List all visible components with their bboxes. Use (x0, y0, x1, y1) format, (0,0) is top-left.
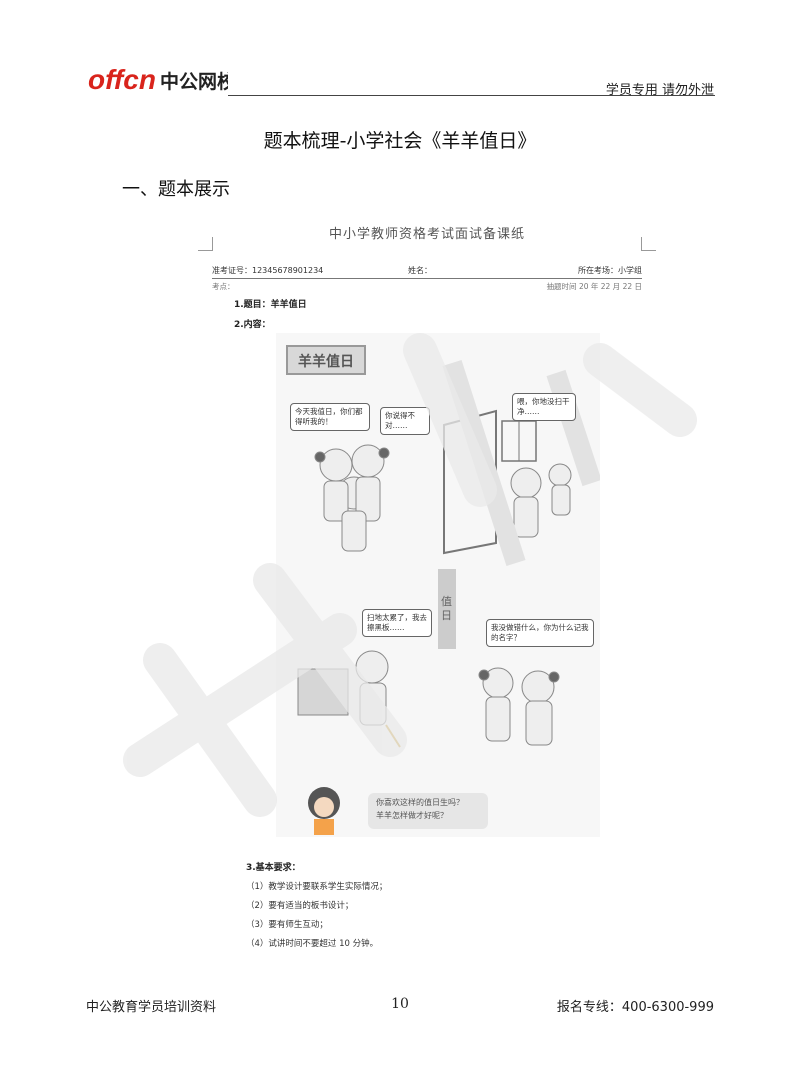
requirement-item: （4）试讲时间不要超过 10 分钟。 (246, 939, 379, 949)
meta-divider (212, 278, 642, 279)
exam-point: 考点： (212, 282, 235, 291)
footer-hotline: 报名专线：400-6300-999 (556, 1000, 714, 1015)
corner-mark (642, 250, 656, 265)
exam-prep-sheet: 中小学教师资格考试面试备课纸 准考证号：12345678901234 姓名： 所… (198, 215, 656, 955)
sheet-meta-2: 考点： 抽题时间 20 年 22 月 22 日 (212, 281, 642, 293)
question-bubble: 你喜欢这样的值日生吗？ 羊羊怎样做才好呢？ (368, 793, 488, 829)
speech-bubble: 扫地太累了，我去擦黑板…… (362, 609, 432, 638)
draw-time: 抽题时间 20 年 22 月 22 日 (546, 282, 642, 291)
question-line: 你喜欢这样的值日生吗？ (376, 798, 464, 807)
header-rule (228, 95, 715, 96)
svg-text:offcn: offcn (88, 64, 156, 95)
exam-location: 所在考场：小学组 (578, 266, 642, 275)
requirements-heading: 3.基本要求： (246, 863, 301, 873)
candidate-name: 姓名： (408, 266, 432, 275)
offcn-logo: offcn 中公网校 (88, 64, 228, 95)
question-topic: 1.题目：羊羊值日 (234, 300, 307, 310)
arguing-sheep-icon (478, 667, 560, 746)
exam-number: 准考证号：12345678901234 (212, 266, 324, 275)
requirement-item: （2）要有适当的板书设计； (246, 901, 354, 911)
corner-mark (198, 250, 212, 265)
question-content: 2.内容： (234, 320, 271, 330)
comic-title-box: 羊羊值日 (286, 345, 366, 375)
speech-bubble: 喂，你地没扫干净…… (512, 393, 576, 422)
question-line: 羊羊怎样做才好呢？ (376, 810, 448, 820)
requirement-item: （3）要有师生互动； (246, 920, 328, 930)
sheep-pair-icon (510, 463, 572, 538)
sheep-group-icon (314, 444, 390, 552)
speech-bubble: 今天我值日，你们都得听我的！ (290, 403, 370, 432)
page-title: 题本梳理-小学社会《羊羊值日》 (263, 130, 537, 152)
page-number: 10 (391, 996, 409, 1012)
footer-left: 中公教育学员培训资料 (86, 1000, 217, 1015)
svg-text:中公网校: 中公网校 (160, 70, 228, 93)
duty-sign: 值日 (438, 569, 456, 649)
sheet-meta: 准考证号：12345678901234 姓名： 所在考场：小学组 (212, 265, 642, 279)
comic-illustration: 羊羊值日 (276, 333, 600, 837)
girl-character-icon (308, 787, 340, 835)
section-heading: 一、题本展示 (122, 179, 230, 200)
blackboard-sheep-icon (297, 650, 401, 748)
corner-mark (641, 237, 656, 251)
header-notice: 学员专用 请勿外泄 (605, 83, 714, 98)
duty-sign-label: 值日 (441, 595, 452, 623)
comic-title: 羊羊值日 (298, 354, 354, 370)
sheet-title: 中小学教师资格考试面试备课纸 (328, 227, 525, 242)
speech-bubble: 你说得不对…… (380, 407, 430, 436)
corner-mark (198, 237, 213, 251)
requirement-item: （1）教学设计要联系学生实际情况； (246, 882, 388, 892)
speech-bubble: 我没做错什么，你为什么记我的名字？ (486, 619, 594, 648)
